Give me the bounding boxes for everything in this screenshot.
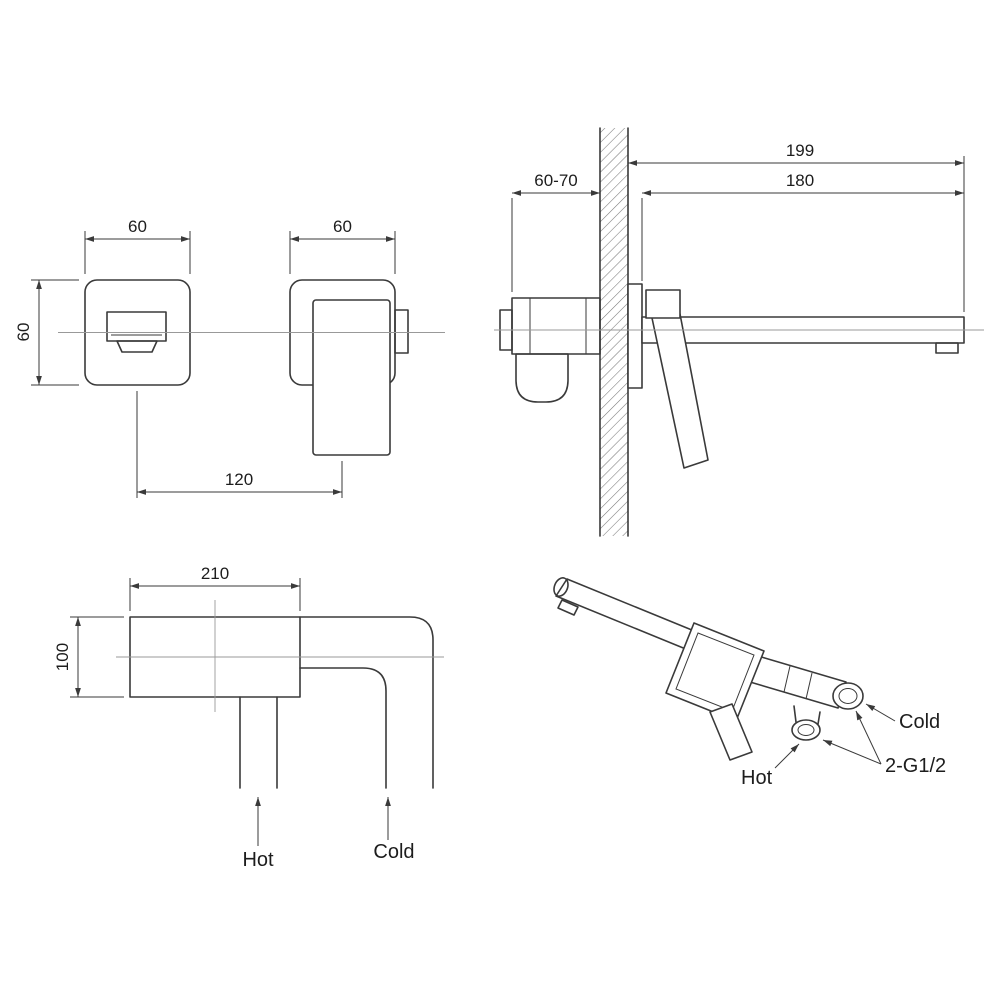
hot-port bbox=[791, 719, 821, 741]
dim-body-length: 210 bbox=[201, 564, 229, 583]
handle-lever-front bbox=[312, 299, 391, 456]
wall-hatch bbox=[600, 128, 628, 536]
handle-iso bbox=[709, 703, 753, 761]
dim-plate-height: 60 bbox=[14, 323, 33, 342]
dim-recess-depth: 60-70 bbox=[534, 171, 577, 190]
body-segment-line bbox=[783, 665, 791, 693]
aerator bbox=[116, 340, 158, 353]
hot-leader-line bbox=[774, 743, 800, 769]
aerator-iso bbox=[557, 599, 579, 616]
spout-tip-face bbox=[553, 577, 569, 597]
cold-label-iso: Cold bbox=[899, 711, 940, 733]
top-view: 210 100 Hot Cold bbox=[53, 564, 444, 871]
hot-port-thread bbox=[797, 724, 815, 736]
hot-port-neck bbox=[793, 705, 797, 723]
body-segment-line bbox=[805, 672, 813, 700]
dim-left-plate-width: 60 bbox=[128, 217, 147, 236]
spout-outlet bbox=[106, 311, 167, 342]
body-iso bbox=[749, 655, 847, 709]
dim-spout-reach: 180 bbox=[786, 171, 814, 190]
thread-leader-line bbox=[822, 739, 882, 765]
side-view: 199 180 60-70 bbox=[494, 127, 984, 537]
thread-leader-line bbox=[855, 710, 882, 765]
inlet-elbow bbox=[515, 353, 569, 403]
dim-right-plate-width: 60 bbox=[333, 217, 352, 236]
handle-pivot bbox=[394, 309, 409, 354]
isometric-view: Cold Hot 2-G1/2 bbox=[553, 577, 946, 789]
dim-body-depth: 100 bbox=[53, 643, 72, 671]
hot-label: Hot bbox=[242, 849, 274, 871]
thread-label: 2-G1/2 bbox=[885, 755, 946, 777]
dim-center-spacing: 120 bbox=[225, 470, 253, 489]
cold-label: Cold bbox=[373, 841, 414, 863]
valve-body bbox=[511, 297, 601, 355]
cold-leader-line bbox=[865, 703, 896, 722]
hot-label-iso: Hot bbox=[741, 767, 773, 789]
spout-outer-edge bbox=[299, 616, 434, 789]
escutcheon-side bbox=[627, 283, 643, 389]
hot-port-neck bbox=[817, 711, 821, 725]
handle-pivot-side bbox=[645, 289, 681, 319]
front-view: 60 60 60 120 bbox=[14, 217, 445, 498]
cold-port bbox=[832, 682, 864, 710]
cold-port-thread bbox=[838, 688, 858, 704]
spout-inner-edge bbox=[299, 667, 387, 789]
dim-total-projection: 199 bbox=[786, 141, 814, 160]
aerator-side bbox=[935, 342, 959, 354]
